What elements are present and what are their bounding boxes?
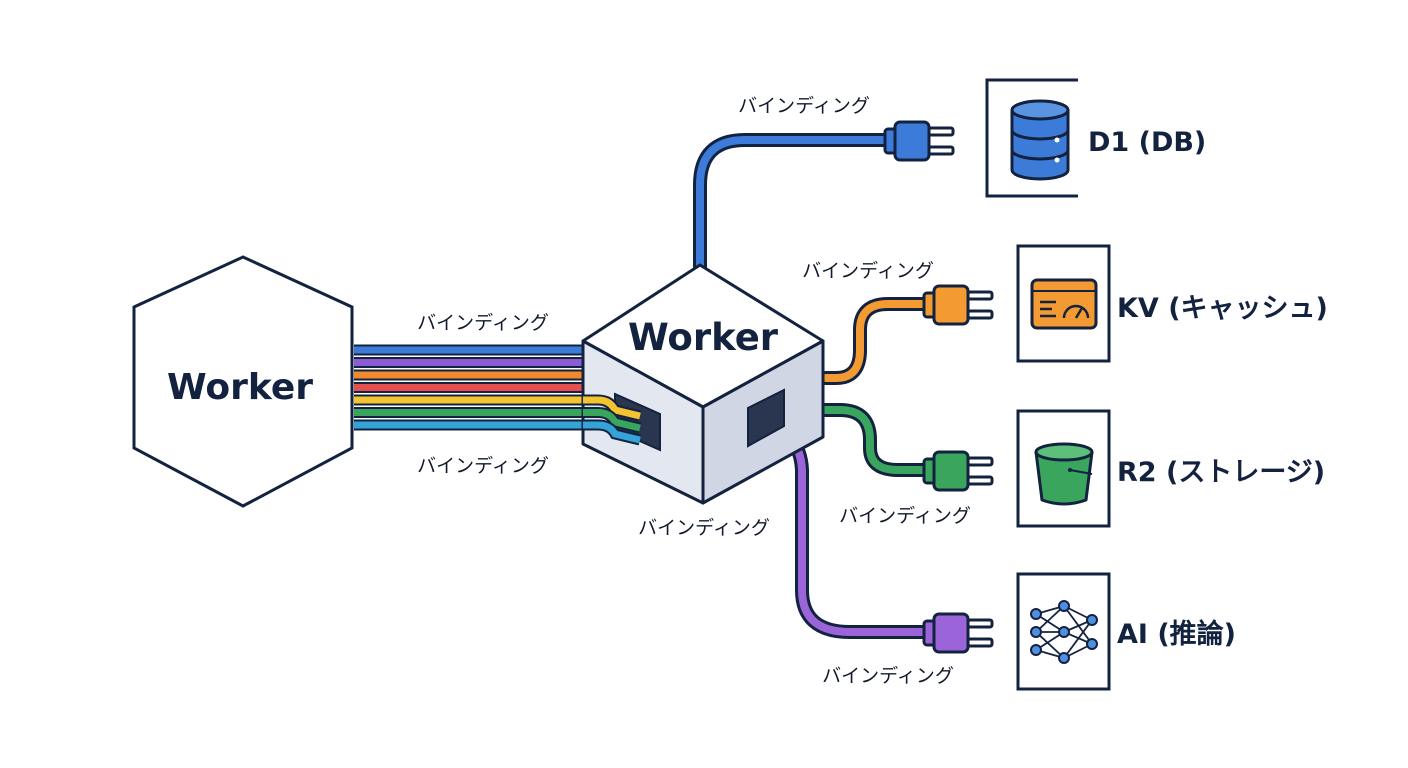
hub-port-right [747,388,785,448]
hub-worker-node: Worker [581,263,825,505]
binding-label-hub: バインディング [638,517,770,539]
bucket-icon [1034,442,1094,506]
cable-d1 [693,133,895,275]
plug-d1 [883,120,955,162]
cache-gauge-icon [1030,278,1098,330]
cable-ai [755,421,937,639]
service-r2: R2 (ストレージ) [1016,409,1325,528]
service-ai: AI (推論) [1016,572,1236,691]
binding-label-d1: バインディング [738,95,870,117]
cable-kv [819,297,937,385]
database-icon [1010,99,1070,181]
cable-r2 [775,403,937,477]
binding-label-bundle-bottom: バインディング [417,455,549,477]
binding-label-bundle-top: バインディング [417,312,549,334]
service-kv: KV (キャッシュ) [1016,244,1328,363]
binding-label-ai: バインディング [822,665,954,687]
source-worker-label: Worker [167,367,313,408]
service-r2-label: R2 (ストレージ) [1117,457,1325,488]
plug-r2 [922,450,994,492]
service-d1-label: D1 (DB) [1088,127,1206,158]
bundle-cable-end [583,421,641,444]
binding-label-kv: バインディング [802,260,934,282]
binding-label-r2: バインディング [839,505,971,527]
service-d1: D1 (DB) [985,78,1206,198]
source-worker-node: Worker [132,255,354,508]
bundle-cable-end [583,396,641,420]
bundle-cable-end [583,409,641,432]
plug-kv [922,284,994,326]
service-kv-label: KV (キャッシュ) [1117,293,1328,324]
plug-ai [922,612,994,654]
hub-worker-label: Worker [628,316,779,359]
service-ai-label: AI (推論) [1117,618,1236,650]
bundle-cable-ends [583,394,642,446]
